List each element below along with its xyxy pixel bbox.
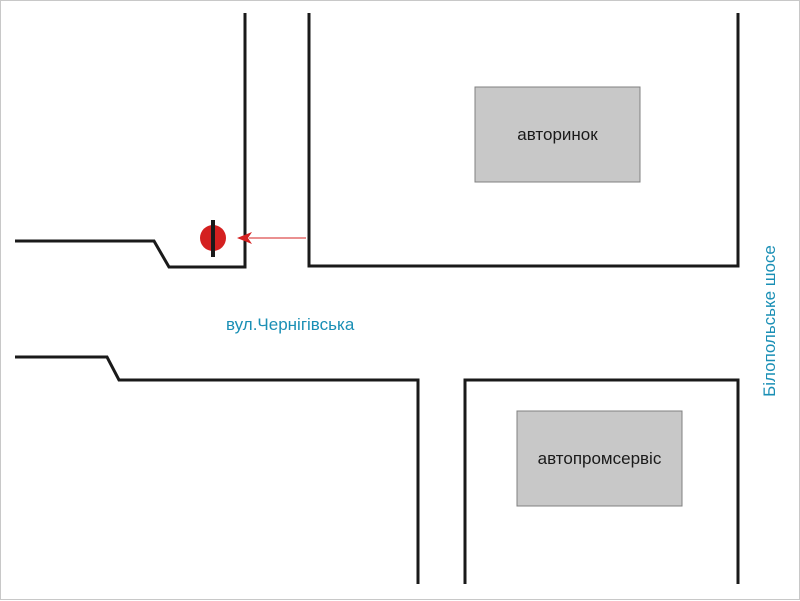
car-market-building xyxy=(474,86,641,183)
street-label-bilopilske-shose: Білопольське шосе xyxy=(760,245,779,397)
auto-service-label: автопромсервіс xyxy=(538,449,662,468)
road-edge-bottom-right-block xyxy=(463,378,740,584)
car-market-label: авторинок xyxy=(517,125,598,144)
auto-service-building xyxy=(516,410,683,507)
road-edge-left-lower xyxy=(15,355,420,584)
direction-arrow xyxy=(237,232,306,244)
street-label-chernihivska: вул.Чернігівська xyxy=(226,315,355,334)
road-edge-left-upper xyxy=(15,13,247,269)
road-edge-top-right-block xyxy=(307,13,740,268)
no-entry-sign-icon xyxy=(200,220,226,257)
